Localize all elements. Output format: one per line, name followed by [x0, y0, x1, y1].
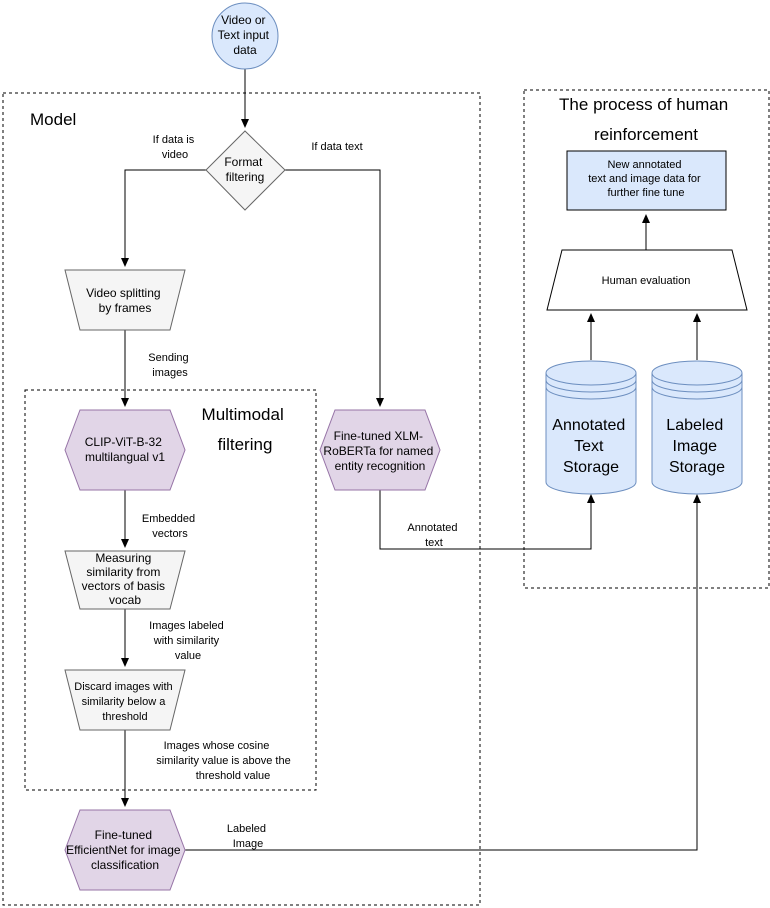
discard-node: Discard images with similarity below a t…	[64, 669, 186, 731]
svg-text:If data text: If data text	[311, 141, 362, 153]
labeled-image-storage-node: Labeled Image Storage	[651, 360, 743, 495]
svg-text:Embedded vectors: Embedded vectors	[142, 513, 198, 540]
svg-text:CLIP-ViT-B-32 multilangu: CLIP-ViT-B-32 multilangual v1	[85, 435, 166, 464]
edge-label-images-labeled: Images labeled with similarity value	[149, 620, 227, 662]
svg-text:Format filtering: Format filtering	[224, 155, 265, 184]
measuring-node: Measuring similarity from vectors of bas…	[64, 550, 186, 610]
model-title: Model	[30, 110, 76, 129]
edge-label-sending-images: Sending images	[148, 352, 191, 379]
svg-text:Fine-tuned XLM- RoBERTa: Fine-tuned XLM- RoBERTa for named entity…	[323, 429, 436, 473]
svg-text:If data is video: If data is video	[153, 134, 198, 161]
svg-text:Measuring similarity fro: Measuring similarity from vectors of bas…	[82, 551, 169, 607]
svg-text:Annotated Text Sto: Annotated Text Storage	[552, 417, 629, 476]
edge-label-if-text: If data text	[311, 141, 362, 153]
svg-text:Fine-tuned EfficientNet: Fine-tuned EfficientNet for image classi…	[66, 828, 184, 872]
edge-efficientnet-to-labeled-storage	[183, 494, 701, 851]
edge-label-if-video: If data is video	[153, 134, 198, 161]
edge-label-embedded-vectors: Embedded vectors	[142, 513, 198, 540]
new-data-node: New annotated text and image data for fu…	[566, 150, 727, 211]
svg-text:Annotated text: Annotated text	[407, 522, 460, 549]
edges	[121, 69, 701, 851]
svg-text:New annotated text and i: New annotated text and image data for fu…	[588, 159, 704, 199]
edge-label-images-whose: Images whose cosine similarity value is …	[156, 740, 294, 782]
svg-text:Discard images with simi: Discard images with similarity below a t…	[74, 681, 175, 723]
edge-label-annotated-text: Annotated text	[407, 522, 460, 549]
svg-text:Labeled Image: Labeled Image	[227, 823, 269, 850]
svg-text:Images labeled with simi: Images labeled with similarity value	[149, 620, 227, 662]
edge-xlm-to-annotated-storage	[379, 490, 595, 550]
svg-text:Sending images: Sending images	[148, 352, 191, 379]
multimodal-title: Multimodal filtering	[202, 405, 289, 454]
svg-text:Video or Text input: Video or Text input data	[218, 13, 273, 57]
edge-format-to-video-splitting	[121, 169, 206, 267]
multimodal-container: Multimodal filtering	[24, 389, 317, 791]
human-reinforcement-title: The process of human reinforcement	[559, 95, 733, 144]
xlm-node: Fine-tuned XLM- RoBERTa for named entity…	[319, 409, 441, 491]
annotated-text-storage-node: Annotated Text Storage	[545, 360, 637, 495]
svg-text:Video splitting by frame: Video splitting by frames	[86, 286, 164, 315]
video-splitting-node: Video splitting by frames	[64, 269, 186, 331]
edge-label-labeled-image: Labeled Image	[227, 823, 269, 850]
input-node: Video or Text input data	[211, 2, 279, 70]
model-container: Model	[2, 92, 481, 906]
efficientnet-node: Fine-tuned EfficientNet for image classi…	[64, 809, 186, 891]
format-filtering-node: Format filtering	[205, 130, 286, 211]
svg-text:Images whose cosine simi: Images whose cosine similarity value is …	[156, 740, 294, 782]
edge-format-to-xlm	[285, 169, 384, 407]
human-evaluation-node: Human evaluation	[546, 249, 748, 311]
svg-text:Human evaluation: Human evaluation	[602, 275, 691, 287]
clip-node: CLIP-ViT-B-32 multilangual v1	[64, 409, 186, 491]
svg-text:Labeled Image Stor: Labeled Image Storage	[666, 417, 727, 476]
human-reinforcement-container: The process of human reinforcement	[523, 89, 770, 589]
